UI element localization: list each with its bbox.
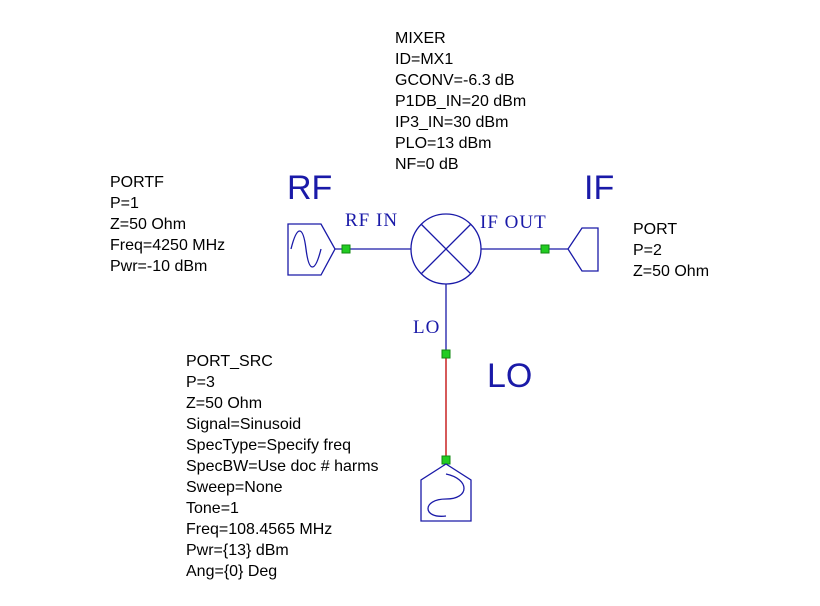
- param-line: Freq=108.4565 MHz: [186, 521, 333, 538]
- param-line: SpecType=Specify freq: [186, 437, 351, 454]
- lo-node-top[interactable]: [441, 349, 451, 359]
- lo-node-bottom[interactable]: [441, 455, 451, 465]
- param-line: PORTF: [110, 174, 164, 191]
- rf-in-pin-label: RF IN: [345, 210, 399, 231]
- portf-params: PORTF P=1 Z=50 Ohm Freq=4250 MHz Pwr=-10…: [110, 172, 225, 277]
- param-line: Pwr=-10 dBm: [110, 258, 208, 275]
- if-big-label: IF: [584, 169, 615, 207]
- param-line: Ang={0} Deg: [186, 563, 278, 580]
- mixer-params: MIXER ID=MX1 GCONV=-6.3 dB P1DB_IN=20 dB…: [395, 28, 526, 175]
- port-src-symbol[interactable]: [420, 463, 472, 522]
- port-params: PORT P=2 Z=50 Ohm: [633, 219, 709, 282]
- param-line: P1DB_IN=20 dBm: [395, 93, 527, 110]
- param-line: NF=0 dB: [395, 156, 459, 173]
- param-line: GCONV=-6.3 dB: [395, 72, 515, 89]
- param-line: Z=50 Ohm: [110, 216, 187, 233]
- param-line: Signal=Sinusoid: [186, 416, 302, 433]
- lo-pin-label: LO: [413, 317, 441, 338]
- param-line: Z=50 Ohm: [633, 263, 710, 280]
- param-line: PORT: [633, 221, 678, 238]
- port-symbol[interactable]: [567, 227, 599, 272]
- rf-big-label: RF: [287, 169, 333, 207]
- if-node[interactable]: [540, 244, 550, 254]
- param-line: ID=MX1: [395, 51, 454, 68]
- param-line: IP3_IN=30 dBm: [395, 114, 509, 131]
- param-line: Freq=4250 MHz: [110, 237, 226, 254]
- param-line: MIXER: [395, 30, 446, 47]
- if-out-pin-label: IF OUT: [480, 212, 547, 233]
- rf-node[interactable]: [341, 244, 351, 254]
- param-line: SpecBW=Use doc # harms: [186, 458, 379, 475]
- mixer-symbol[interactable]: [410, 213, 482, 285]
- param-line: P=1: [110, 195, 139, 212]
- param-line: P=3: [186, 374, 215, 391]
- param-line: Sweep=None: [186, 479, 283, 496]
- param-line: PORT_SRC: [186, 353, 273, 370]
- param-line: Tone=1: [186, 500, 239, 517]
- param-line: PLO=13 dBm: [395, 135, 492, 152]
- lo-big-label: LO: [487, 357, 533, 395]
- portf-source-symbol[interactable]: [287, 223, 336, 276]
- port-src-params: PORT_SRC P=3 Z=50 Ohm Signal=Sinusoid Sp…: [186, 351, 379, 582]
- param-line: Pwr={13} dBm: [186, 542, 289, 559]
- param-line: P=2: [633, 242, 662, 259]
- param-line: Z=50 Ohm: [186, 395, 263, 412]
